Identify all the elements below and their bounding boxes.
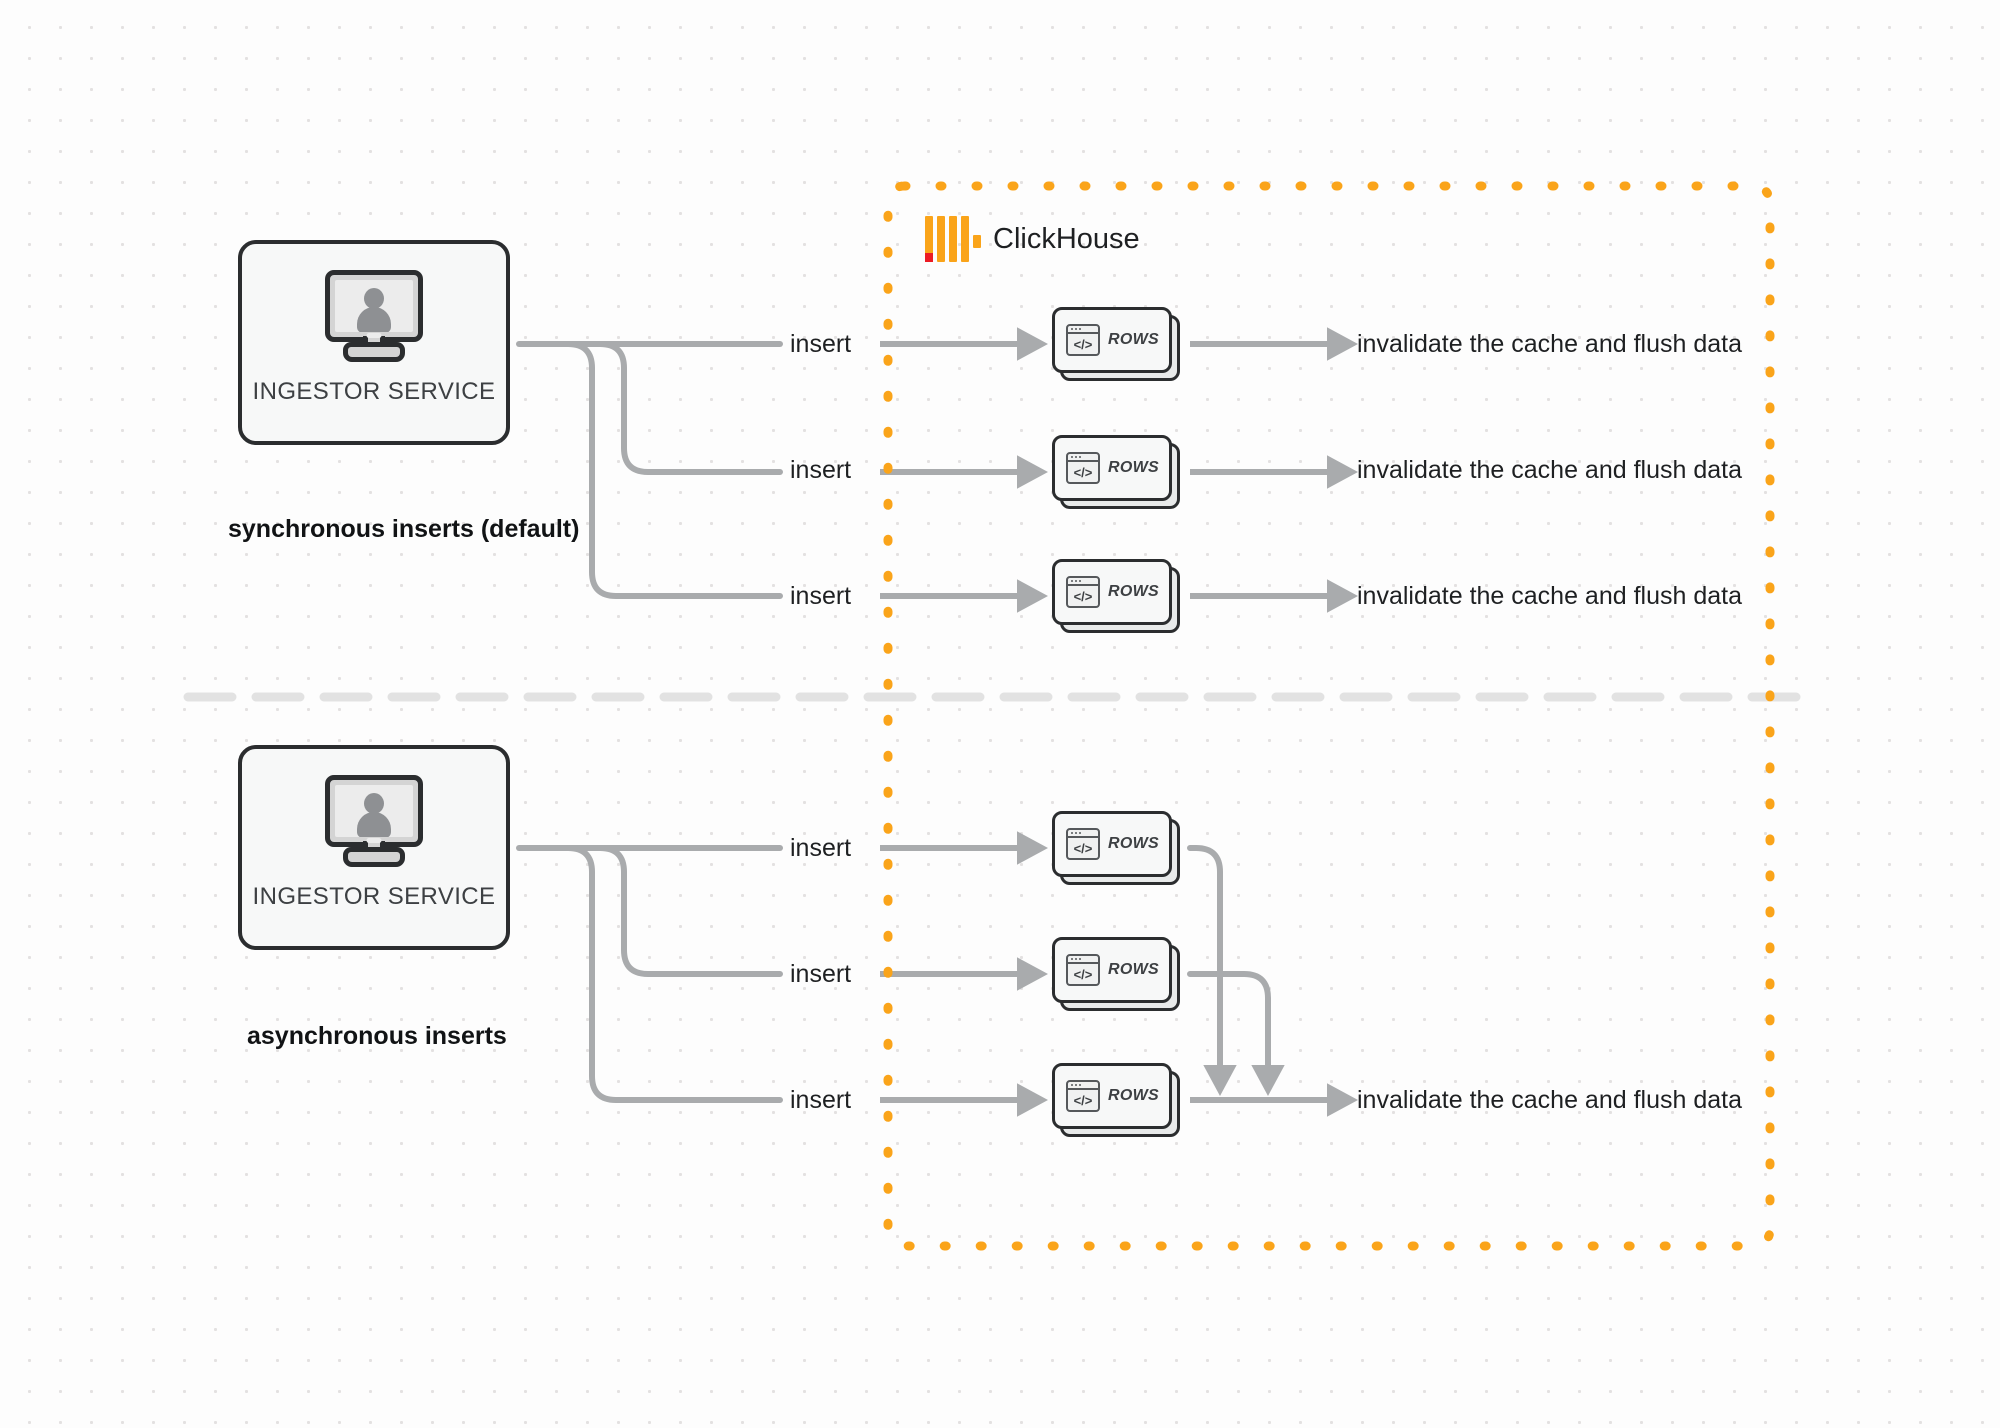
async-insert-arrows	[880, 831, 1048, 1117]
code-window-icon: </>	[1066, 576, 1100, 608]
async-rows-label-2: ROWS	[1108, 961, 1159, 978]
sync-rows-label-3: ROWS	[1108, 583, 1159, 600]
sync-ingestor-service-node[interactable]: INGESTOR SERVICE	[238, 240, 510, 445]
sync-insert-label-3: insert	[790, 582, 852, 610]
code-window-icon: </>	[1066, 1080, 1100, 1112]
sync-outcome-label-1: invalidate the cache and flush data	[1357, 330, 1742, 358]
monitor-user-icon	[325, 270, 423, 362]
async-rows-node-1[interactable]: </> ROWS	[1052, 811, 1180, 885]
sync-insert-label-2: insert	[790, 456, 852, 484]
clickhouse-boundary-label: ClickHouse	[993, 222, 1140, 255]
code-glyph: </>	[1073, 464, 1093, 480]
sync-outcome-label-3: invalidate the cache and flush data	[1357, 582, 1742, 610]
code-window-icon: </>	[1066, 954, 1100, 986]
async-rows-label-1: ROWS	[1108, 835, 1159, 852]
sync-rows-label-2: ROWS	[1108, 459, 1159, 476]
monitor-user-icon	[325, 775, 423, 867]
sync-section-caption: synchronous inserts (default)	[228, 515, 580, 543]
clickhouse-boundary-header: ClickHouse	[925, 216, 1140, 262]
code-glyph: </>	[1073, 840, 1093, 856]
async-merged-outcome-label: invalidate the cache and flush data	[1357, 1086, 1742, 1114]
async-rows-node-2[interactable]: </> ROWS	[1052, 937, 1180, 1011]
async-insert-label-1: insert	[790, 834, 852, 862]
sync-insert-label-1: insert	[790, 330, 852, 358]
async-ingestor-service-label: INGESTOR SERVICE	[252, 883, 496, 910]
code-glyph: </>	[1073, 1092, 1093, 1108]
code-glyph: </>	[1073, 966, 1093, 982]
sync-insert-arrows	[880, 327, 1048, 613]
sync-outcome-label-2: invalidate the cache and flush data	[1357, 456, 1742, 484]
code-glyph: </>	[1073, 336, 1093, 352]
code-window-icon: </>	[1066, 324, 1100, 356]
async-source-edges	[516, 845, 783, 1103]
code-window-icon: </>	[1066, 452, 1100, 484]
async-insert-label-3: insert	[790, 1086, 852, 1114]
sync-source-edges	[516, 341, 783, 599]
async-insert-label-2: insert	[790, 960, 852, 988]
sync-rows-node-1[interactable]: </> ROWS	[1052, 307, 1180, 381]
async-rows-node-3[interactable]: </> ROWS	[1052, 1063, 1180, 1137]
sync-rows-node-3[interactable]: </> ROWS	[1052, 559, 1180, 633]
async-merge-edges	[1187, 845, 1285, 1096]
async-section-caption: asynchronous inserts	[247, 1022, 507, 1050]
sync-rows-node-2[interactable]: </> ROWS	[1052, 435, 1180, 509]
sync-rows-label-1: ROWS	[1108, 331, 1159, 348]
code-glyph: </>	[1073, 588, 1093, 604]
clickhouse-logo-icon	[925, 216, 981, 262]
async-rows-label-3: ROWS	[1108, 1087, 1159, 1104]
code-window-icon: </>	[1066, 828, 1100, 860]
async-ingestor-service-node[interactable]: INGESTOR SERVICE	[238, 745, 510, 950]
sync-outcome-arrows	[1190, 327, 1358, 613]
sync-ingestor-service-label: INGESTOR SERVICE	[252, 378, 496, 405]
